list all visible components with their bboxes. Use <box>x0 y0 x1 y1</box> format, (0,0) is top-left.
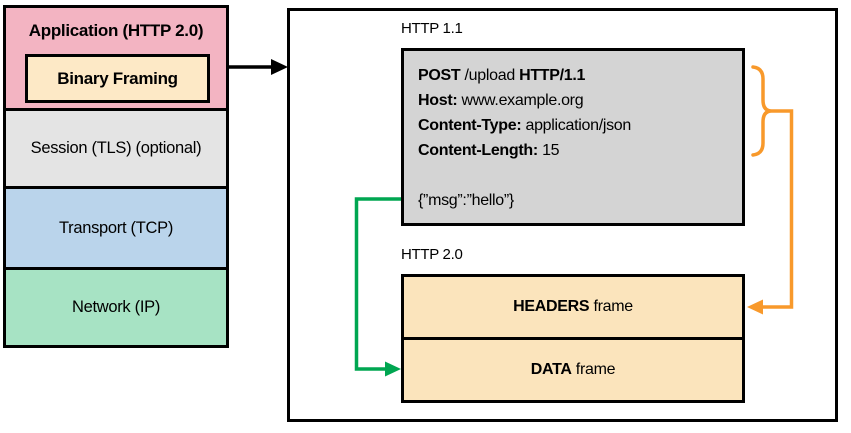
data-frame: DATA frame <box>530 361 616 378</box>
layer-session-label: Session (TLS) (optional) <box>30 139 202 157</box>
protocol-stack: Application (HTTP 2.0) Binary Framing Se… <box>3 5 229 348</box>
headers-frame: HEADERS frame <box>404 277 742 340</box>
layer-network: Network (IP) <box>6 267 226 345</box>
layer-transport: Transport (TCP) <box>6 186 226 267</box>
request-line: POST /upload HTTP/1.1 <box>418 63 742 88</box>
request-path: /upload <box>460 67 520 84</box>
layer-network-label: Network (IP) <box>71 298 161 316</box>
request-method: POST <box>418 67 461 84</box>
request-body: {”msg”:”hello”} <box>418 192 514 209</box>
http20-title: HTTP 2.0 <box>401 246 463 263</box>
host-header: Host: www.example.org <box>418 92 584 109</box>
flow-arrowhead <box>271 59 288 75</box>
binary-framing-box: Binary Framing <box>25 54 210 103</box>
http2-frames-box: HEADERS frame DATA frame <box>401 274 745 403</box>
http11-title: HTTP 1.1 <box>401 20 463 37</box>
layer-application-label: Application (HTTP 2.0) <box>28 21 204 40</box>
layer-transport-label: Transport (TCP) <box>58 218 174 237</box>
layer-session: Session (TLS) (optional) <box>6 108 226 186</box>
content-type-header: Content-Type: application/json <box>418 117 631 134</box>
request-version: HTTP/1.1 <box>519 67 586 84</box>
blank-line <box>418 163 742 188</box>
flow-arrow <box>229 59 288 75</box>
binary-framing-label: Binary Framing <box>57 68 178 88</box>
content-length-header: Content-Length: 15 <box>418 142 560 159</box>
http-mapping-panel: HTTP 1.1 POST /upload HTTP/1.1 Host: www… <box>287 8 838 422</box>
layer-application: Application (HTTP 2.0) Binary Framing <box>6 8 226 108</box>
http11-request-box: POST /upload HTTP/1.1 Host: www.example.… <box>401 48 745 226</box>
